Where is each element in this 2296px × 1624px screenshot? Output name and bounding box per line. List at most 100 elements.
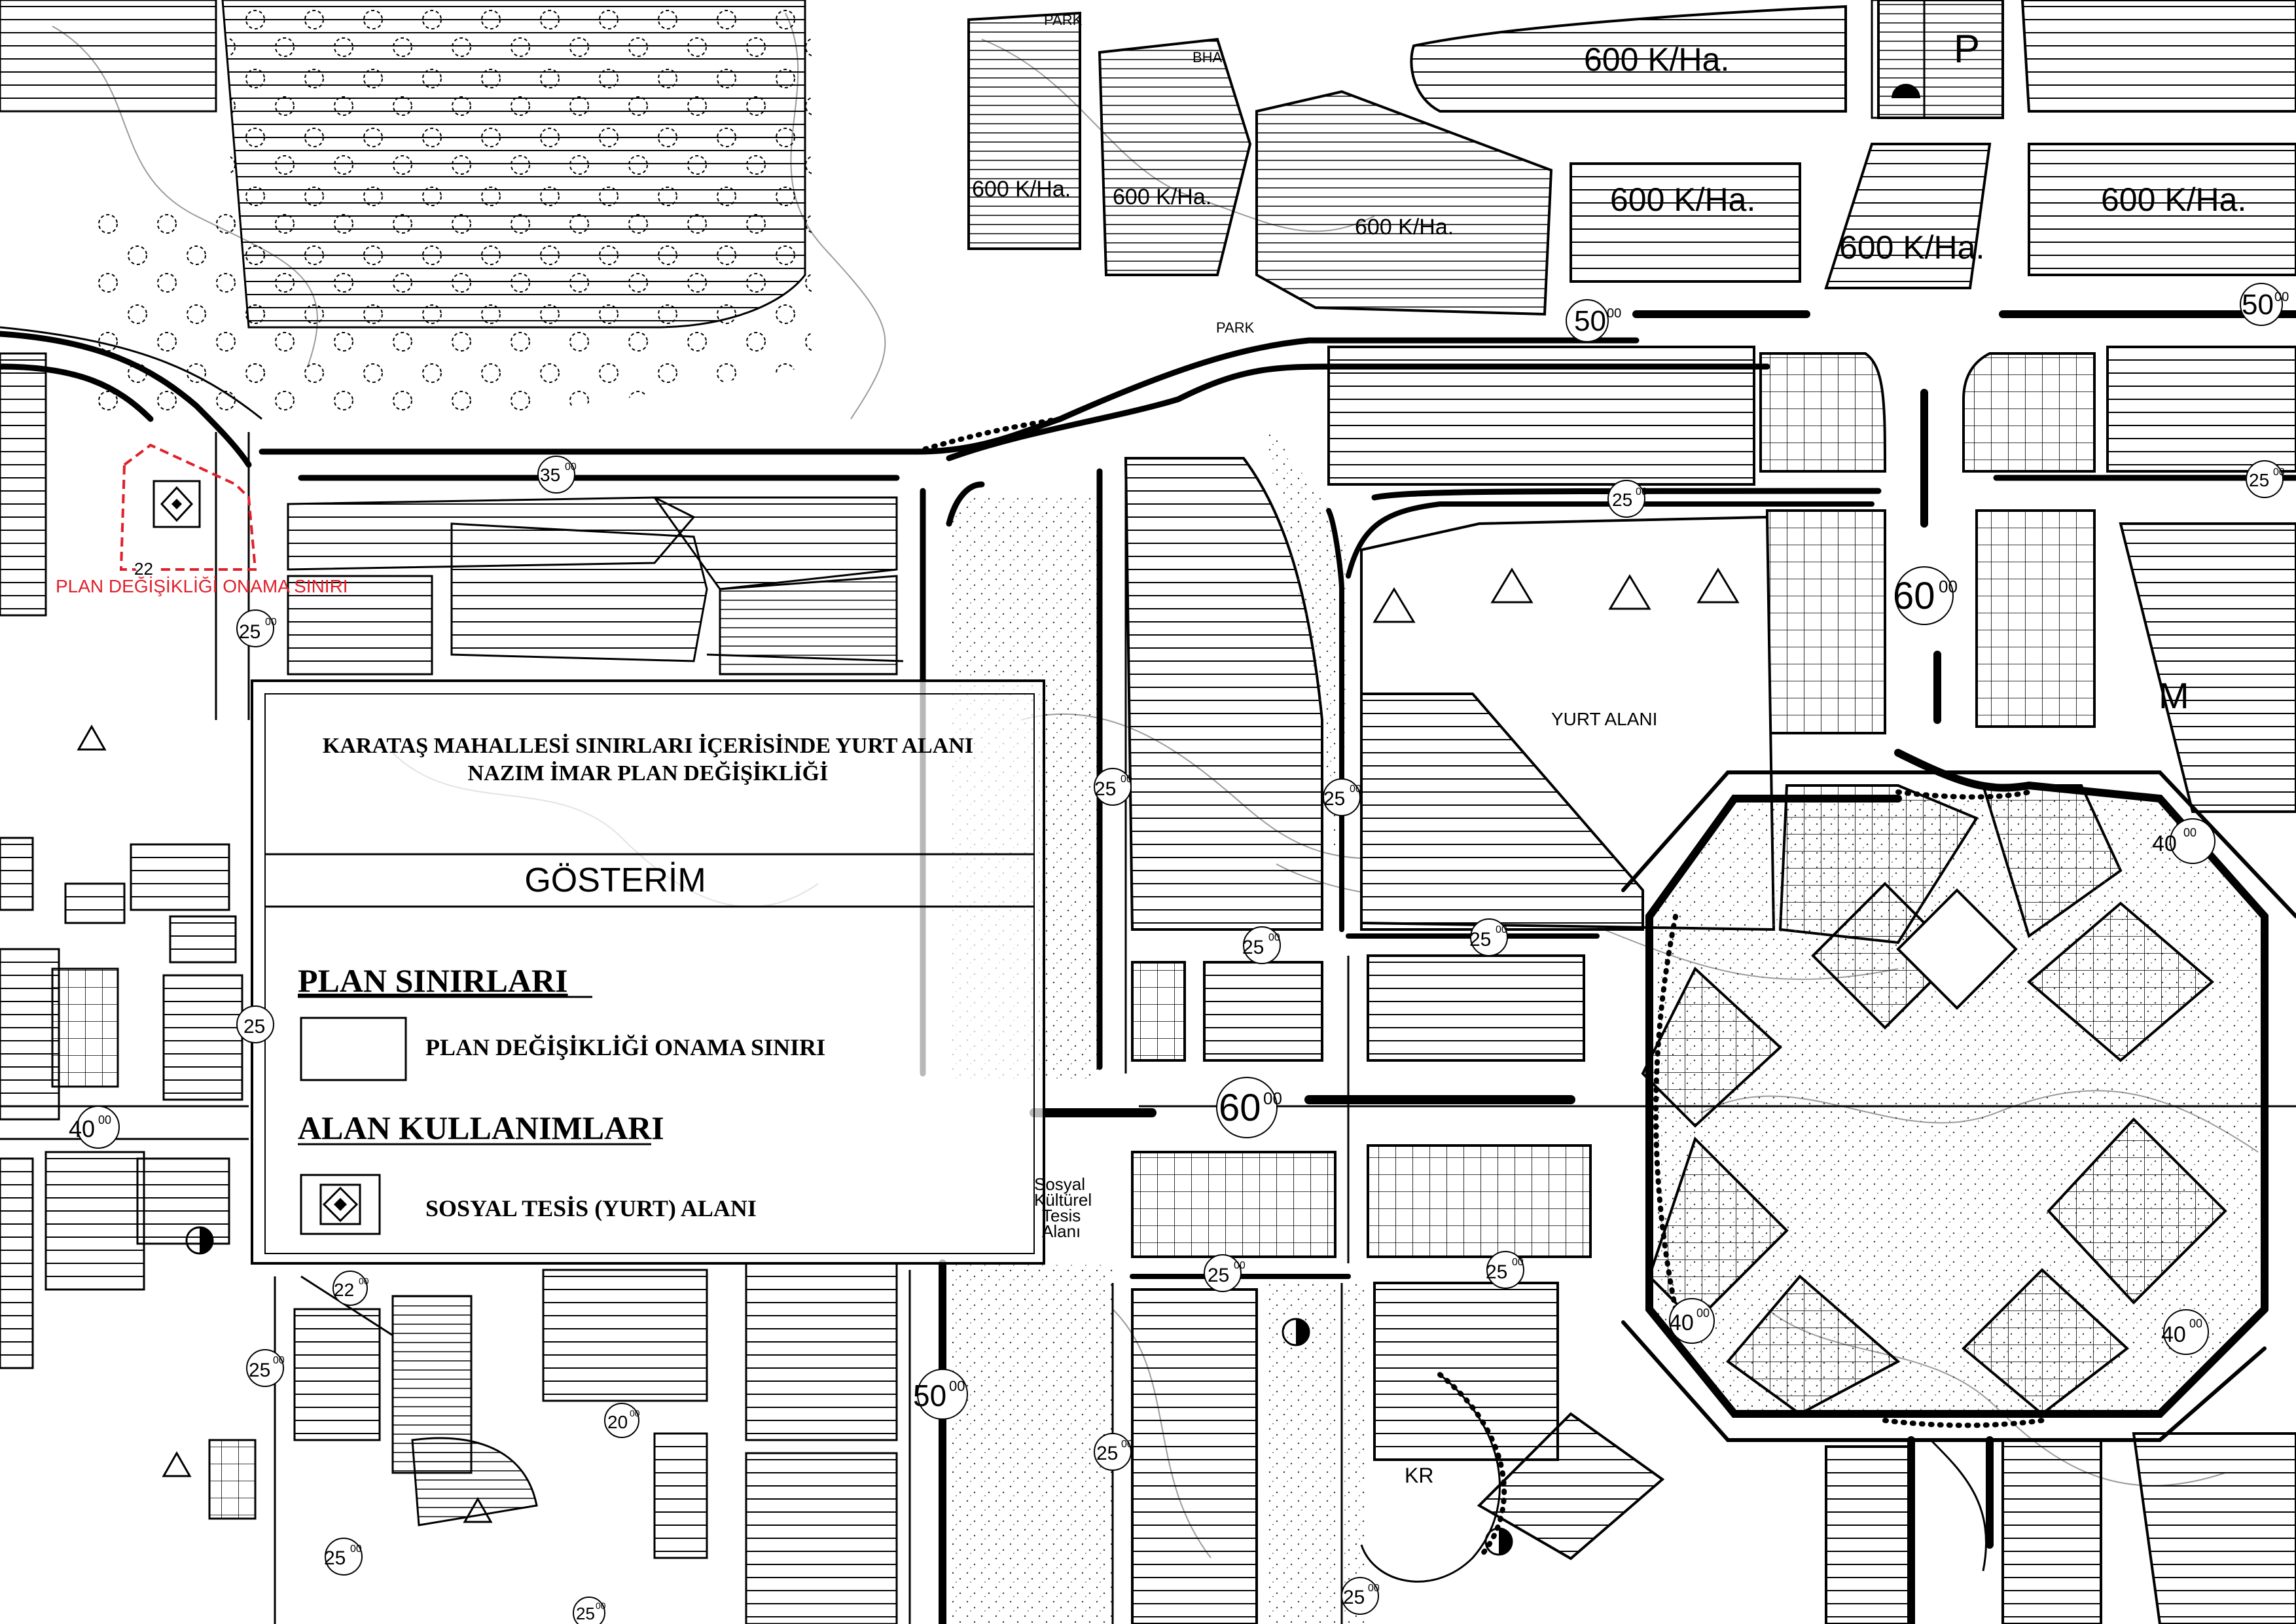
road-width-marker: 20 00: [604, 1403, 640, 1438]
svg-text:25: 25: [1486, 1261, 1507, 1283]
density-label: 600 K/Ha.: [1355, 215, 1454, 240]
social-cultural-label: Tesis: [1042, 1206, 1081, 1225]
road-width-marker: 25 00: [324, 1538, 363, 1576]
svg-text:60: 60: [1219, 1087, 1261, 1129]
red-boundary-label: PLAN DEĞİŞİKLİĞİ ONAMA SINIRI: [56, 576, 348, 596]
svg-text:40: 40: [69, 1115, 95, 1142]
social-cultural-label: Sosyal: [1034, 1174, 1085, 1194]
road-width-marker: 50 00: [2240, 283, 2289, 326]
svg-text:25: 25: [1094, 778, 1116, 800]
svg-text:00: 00: [273, 1355, 285, 1366]
density-label: 600 K/Ha.: [1839, 229, 1984, 266]
legend-plan-change-boundary: PLAN DEĞİŞİKLİĞİ ONAMA SINIRI: [425, 1034, 825, 1060]
density-label: 600 K/Ha.: [1610, 181, 1755, 218]
svg-text:25: 25: [1208, 1265, 1229, 1286]
road-width-marker: 40 00: [1669, 1298, 1715, 1344]
svg-text:00: 00: [359, 1276, 369, 1286]
plan-change-boundary-red: PLAN DEĞİŞİKLİĞİ ONAMA SINIRI: [56, 443, 348, 596]
svg-text:25: 25: [576, 1604, 595, 1623]
svg-text:00: 00: [630, 1408, 640, 1418]
svg-text:22: 22: [334, 1280, 354, 1300]
secondary-roads: [0, 326, 2296, 1624]
road-width-marker: 50 00: [1566, 299, 1621, 342]
parking-lot: [1871, 0, 1926, 119]
svg-text:40: 40: [2152, 831, 2177, 856]
svg-text:40: 40: [1669, 1310, 1694, 1335]
svg-text:00: 00: [265, 617, 277, 628]
residential-blocks-north: [967, 0, 2296, 316]
legend-title-line1: KARATAŞ MAHALLESİ SINIRLARI İÇERİSİNDE Y…: [323, 733, 973, 758]
svg-text:00: 00: [1121, 774, 1132, 785]
svg-text:25: 25: [1612, 490, 1632, 510]
svg-text:25: 25: [243, 1016, 265, 1038]
svg-text:00: 00: [1512, 1257, 1524, 1268]
legend-social-facility: SOSYAL TESİS (YURT) ALANI: [425, 1195, 757, 1221]
density-label: 600 K/Ha.: [1584, 41, 1729, 78]
svg-text:00: 00: [565, 461, 577, 473]
road-width-marker: 25 00: [1094, 1433, 1133, 1471]
svg-text:25: 25: [2249, 470, 2269, 490]
legend-title-line2: NAZIM İMAR PLAN DEĞİŞİKLİĞİ: [468, 761, 829, 785]
road-width-marker: 60 00: [1216, 1077, 1282, 1138]
svg-text:00: 00: [1368, 1583, 1380, 1594]
legend-heading: GÖSTERİM: [524, 861, 706, 899]
svg-text:50: 50: [1574, 305, 1606, 337]
parking-label: P: [1954, 27, 1980, 71]
svg-text:50: 50: [913, 1379, 946, 1413]
residential-block-nw: [221, 0, 806, 329]
road-width-marker: 25 00: [1204, 1254, 1246, 1292]
plaza-grid-diamonds: [1641, 882, 2227, 1416]
svg-text:00: 00: [949, 1378, 965, 1394]
road-width-marker: 40 00: [2152, 818, 2215, 864]
legend-section-plan-limits: PLAN SINIRLARI: [298, 962, 568, 999]
road-width-marker: 25 00: [1323, 778, 1361, 816]
density-label: 600 K/Ha.: [972, 177, 1071, 202]
social-cultural-label: Alanı: [1042, 1221, 1081, 1241]
market-label: M: [2159, 675, 2189, 716]
road-width-marker: 25 00: [236, 609, 277, 647]
road-width-marker: 25 00: [1341, 1577, 1380, 1615]
svg-text:25: 25: [1343, 1587, 1365, 1608]
road-width-marker: 22: [134, 550, 160, 579]
svg-text:00: 00: [1263, 1089, 1282, 1108]
road-width-marker: 22 00: [332, 1271, 369, 1306]
road-width-marker: 60 00: [1893, 566, 1958, 625]
svg-text:00: 00: [2274, 290, 2289, 304]
svg-text:25: 25: [1469, 929, 1491, 950]
road-width-marker: 50 00: [913, 1369, 968, 1420]
svg-text:22: 22: [134, 559, 153, 579]
svg-text:00: 00: [350, 1543, 362, 1555]
road-width-marker: 40 00: [69, 1106, 120, 1149]
svg-text:00: 00: [1350, 784, 1361, 795]
road-width-marker: 25 00: [2246, 460, 2285, 498]
svg-text:00: 00: [1121, 1439, 1133, 1450]
road-width-marker: 25 00: [1094, 768, 1132, 806]
open-area-dots-center: [1263, 419, 1348, 929]
svg-text:00: 00: [596, 1600, 606, 1611]
bha-label: BHA: [1193, 49, 1223, 65]
density-label: 600 K/Ha.: [2101, 181, 2246, 218]
density-label: 600 K/Ha.: [1113, 185, 1211, 209]
residential-block-nw-2: [0, 0, 217, 113]
road-width-marker: 25 00: [1486, 1251, 1524, 1289]
park-label: PARK: [1044, 12, 1083, 28]
svg-text:00: 00: [1496, 924, 1507, 935]
svg-text:00: 00: [1607, 306, 1621, 321]
kr-label: KR: [1405, 1464, 1433, 1487]
svg-text:35: 35: [540, 465, 560, 485]
social-cultural-label: Kültürel: [1034, 1190, 1092, 1210]
blocks-west: [0, 352, 898, 1624]
road-width-marker: 40 00: [2161, 1309, 2209, 1355]
road-width-marker: 35 00: [537, 456, 577, 494]
open-area-dots-south: [949, 1263, 1113, 1624]
svg-text:00: 00: [98, 1113, 111, 1127]
blocks-central: [1124, 457, 1776, 1624]
svg-text:20: 20: [607, 1412, 628, 1432]
svg-text:25: 25: [1323, 788, 1345, 810]
open-area-dots-se: [1263, 1283, 1368, 1624]
road-width-marker: 25 00: [1607, 480, 1647, 518]
svg-text:00: 00: [2183, 826, 2197, 839]
svg-text:00: 00: [1696, 1307, 1710, 1320]
svg-text:25: 25: [1242, 937, 1264, 958]
